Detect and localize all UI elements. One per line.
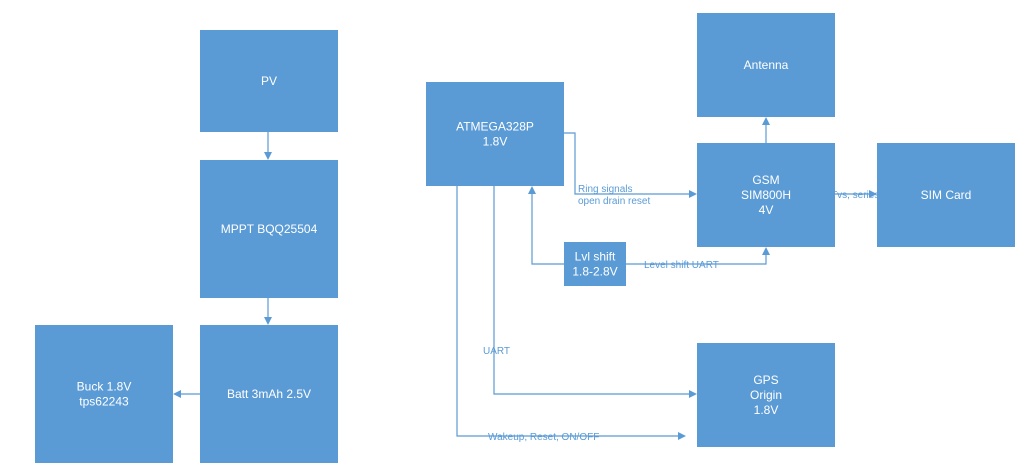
arrowhead-pv-mppt: [264, 152, 272, 160]
edge-pv-mppt: [264, 132, 272, 160]
node-label-lvlshift: Lvl shift: [575, 250, 616, 264]
node-box-simcard: [877, 143, 1015, 247]
node-box-gsm: [697, 143, 835, 247]
edge-label-atmega-gsm: open drain reset: [578, 196, 650, 207]
node-box-antenna: [697, 13, 835, 117]
node-label-atmega: ATMEGA328P: [456, 120, 534, 134]
arrowhead-atmega-gsm: [689, 190, 697, 198]
edge-label-atmega-gsm: Ring signals: [578, 184, 632, 195]
node-label-mppt: MPPT BQQ25504: [221, 222, 318, 236]
node-box-mppt: [200, 160, 338, 298]
node-pv: PV: [200, 30, 338, 132]
node-box-gps: [697, 343, 835, 447]
edge-atmega-gsm: [564, 132, 697, 198]
node-simcard: SIM Card: [877, 143, 1015, 247]
node-box-pv: [200, 30, 338, 132]
node-box-batt: [200, 325, 338, 463]
edges-layer: [173, 117, 877, 440]
node-label-gps: 1.8V: [754, 403, 779, 417]
edge-label-atmega-gps-ctrl: Wakeup, Reset, ON/OFF: [488, 432, 599, 443]
node-label-atmega: 1.8V: [483, 135, 508, 149]
node-label-gsm: GSM: [752, 173, 779, 187]
node-label-buck: tps62243: [79, 395, 129, 409]
node-box-lvlshift: [564, 242, 626, 286]
edge-line-atmega-gps-ctrl: [456, 186, 680, 437]
node-antenna: Antenna: [697, 13, 835, 117]
arrowhead-gsm-antenna: [762, 117, 770, 125]
arrowhead-lvlshift-atmega: [528, 186, 536, 194]
node-mppt: MPPT BQQ25504: [200, 160, 338, 298]
edge-gsm-simcard: [835, 190, 877, 198]
edge-label-atmega-gps: UART: [483, 346, 510, 357]
node-label-gps: GPS: [753, 373, 778, 387]
edge-line-lvlshift-atmega: [531, 192, 564, 265]
edge-line-lvlshift-gsm: [626, 253, 767, 265]
arrowhead-batt-buck: [173, 390, 181, 398]
node-label-buck: Buck 1.8V: [77, 380, 132, 394]
edge-atmega-gps: [493, 186, 697, 398]
edge-line-atmega-gsm: [564, 132, 691, 195]
node-label-lvlshift: 1.8-2.8V: [572, 265, 617, 279]
edge-label-lvlshift-gsm: Level shift UART: [644, 260, 719, 271]
arrowhead-atmega-gps: [689, 390, 697, 398]
node-label-pv: PV: [261, 74, 277, 88]
edge-line-atmega-gps: [493, 186, 691, 395]
node-label-antenna: Antenna: [744, 58, 789, 72]
node-box-buck: [35, 325, 173, 463]
node-label-batt: Batt 3mAh 2.5V: [227, 387, 311, 401]
node-label-gsm: SIM800H: [741, 188, 791, 202]
node-box-atmega: [426, 82, 564, 186]
edge-atmega-gps-ctrl: [456, 186, 686, 440]
edge-label-gsm-simcard: Tvs, series R: [831, 190, 889, 201]
node-batt: Batt 3mAh 2.5V: [200, 325, 338, 463]
edge-mppt-batt: [264, 298, 272, 325]
edge-lvlshift-atmega: [528, 186, 564, 265]
arrowhead-lvlshift-gsm: [762, 247, 770, 255]
arrowhead-mppt-batt: [264, 317, 272, 325]
node-label-simcard: SIM Card: [921, 188, 972, 202]
edge-gsm-antenna: [762, 117, 770, 143]
edge-batt-buck: [173, 390, 200, 398]
arrowhead-atmega-gps-ctrl: [678, 432, 686, 440]
node-label-gsm: 4V: [759, 203, 774, 217]
edge-lvlshift-gsm: [626, 247, 770, 265]
arrowhead-gsm-simcard: [869, 190, 877, 198]
node-label-gps: Origin: [750, 388, 782, 402]
